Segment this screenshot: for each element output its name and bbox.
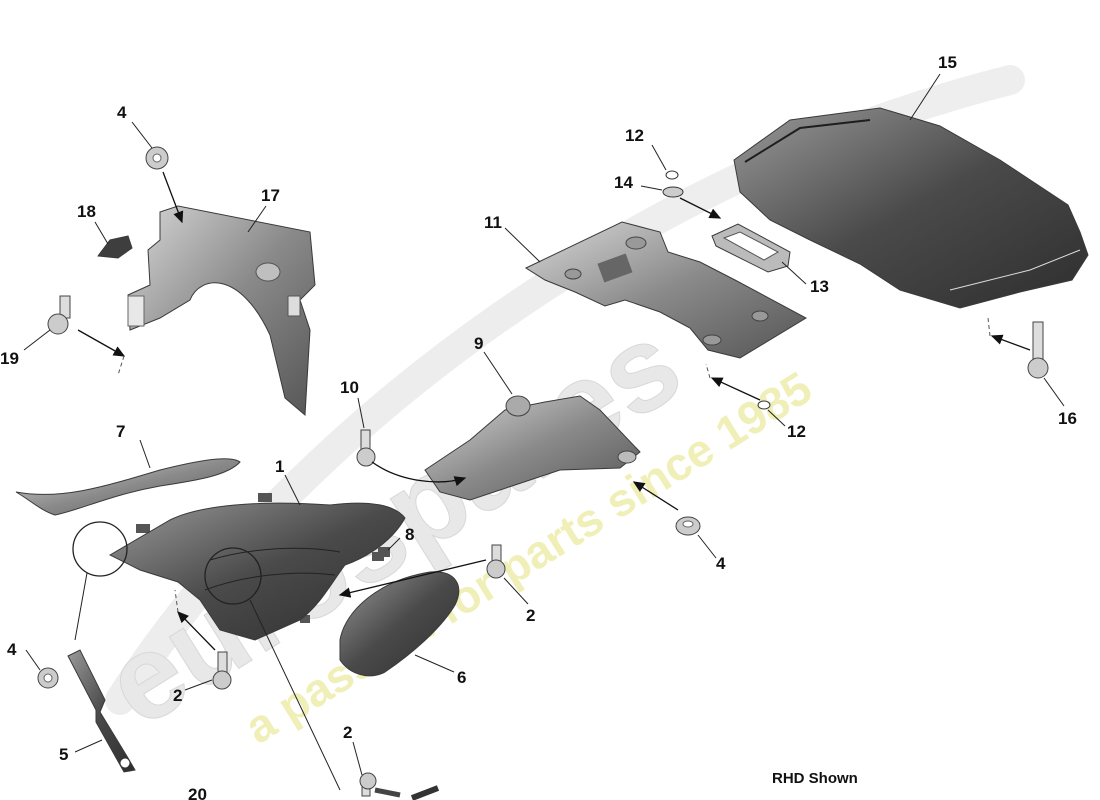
part-18-clip (97, 235, 133, 259)
label-6: 6 (457, 668, 466, 687)
label-8: 8 (405, 525, 414, 544)
label-9: 9 (474, 334, 483, 353)
label-5: 5 (59, 745, 68, 764)
part-7-shield (15, 458, 241, 516)
label-15: 15 (938, 53, 957, 72)
label-13: 13 (810, 277, 829, 296)
part-2-bolt-bottom (359, 772, 440, 800)
part-1-main-shield (108, 502, 406, 641)
part-12-washer-top (665, 170, 679, 180)
part-2-bolt-middle (486, 544, 506, 579)
label-12-bottom: 12 (787, 422, 806, 441)
callout-labels: 4 18 17 19 7 1 8 10 9 11 12 14 13 15 16 … (0, 53, 1077, 800)
rhd-shown-note: RHD Shown (772, 770, 858, 787)
label-14: 14 (614, 173, 633, 192)
part-19-bolt (47, 295, 71, 335)
label-2-lower-left: 2 (173, 686, 182, 705)
label-4-left: 4 (7, 640, 17, 659)
label-12-top: 12 (625, 126, 644, 145)
part-8-clip (378, 547, 390, 557)
label-19: 19 (0, 349, 19, 368)
label-10: 10 (340, 378, 359, 397)
label-11: 11 (484, 213, 502, 232)
part-10-bolt (356, 429, 376, 467)
part-13-gasket (711, 223, 791, 273)
part-9-shield (424, 395, 641, 501)
label-7: 7 (116, 422, 125, 441)
part-17-bulkhead-shield (127, 205, 316, 417)
part-4-nut-left (37, 667, 59, 689)
label-1: 1 (275, 457, 284, 476)
fixing-arrows (77, 171, 1031, 651)
leader-lines (23, 73, 1065, 791)
detail-circle-left (72, 521, 128, 577)
detail-circle-center (204, 547, 262, 605)
label-17: 17 (261, 186, 280, 205)
label-4-right: 4 (716, 554, 726, 573)
label-2-bottom: 2 (343, 723, 352, 742)
label-4-top: 4 (117, 103, 127, 122)
part-5-bracket (67, 649, 136, 773)
part-4-nut-right (675, 516, 701, 536)
part-2-bolt-lower-left (212, 651, 232, 690)
label-20: 20 (188, 785, 207, 800)
part-14-washer (662, 186, 684, 198)
label-2-middle: 2 (526, 606, 535, 625)
part-11-plate (524, 221, 808, 359)
part-12-washer-bottom (757, 400, 771, 410)
part-4-nut-top (145, 146, 169, 170)
part-16-bolt (1027, 321, 1049, 379)
part-15-large-shield (733, 107, 1089, 309)
label-16: 16 (1058, 409, 1077, 428)
part-6-cover (339, 571, 460, 677)
label-18: 18 (77, 202, 96, 221)
